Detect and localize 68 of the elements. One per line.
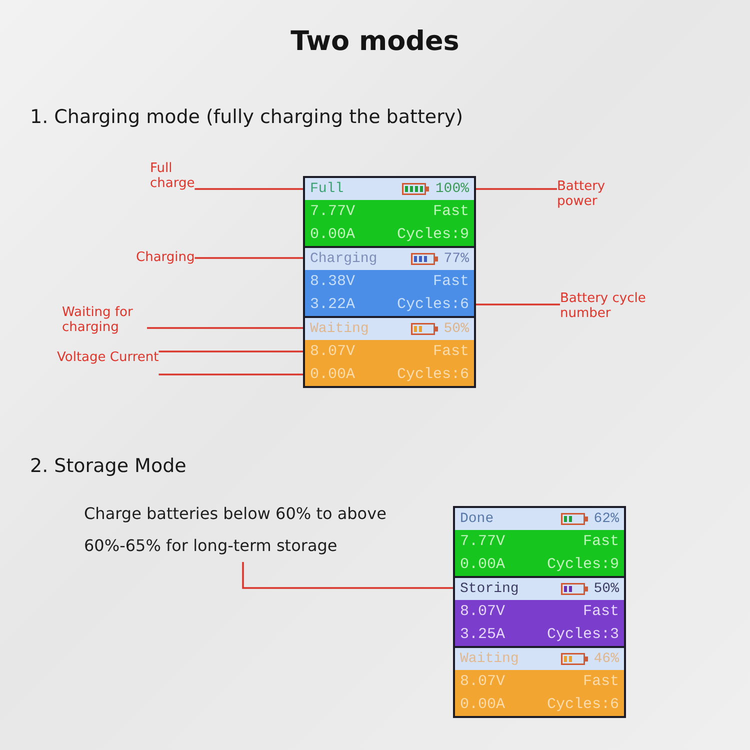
display-screen (453, 506, 626, 718)
reading-row (455, 530, 624, 553)
readout-text: 7.77V (460, 533, 506, 550)
readout-text: 8.07V (460, 673, 506, 690)
readout-text: Fast (582, 673, 619, 690)
reading-row (455, 623, 624, 646)
reading-row (455, 693, 624, 716)
percent-label: 46% (594, 651, 619, 667)
readout-text: Fast (432, 343, 469, 360)
percent-label: 50% (444, 321, 469, 337)
reading-row (305, 340, 474, 363)
readout-text: 0.00A (310, 226, 356, 243)
status-label: Charging (310, 251, 378, 267)
display-screen (303, 176, 476, 388)
readout-text: 8.07V (310, 343, 356, 360)
leader-line (194, 188, 305, 190)
status-label: Full (310, 181, 344, 197)
callout-label: Full charge (150, 161, 195, 191)
readout-text: Fast (432, 273, 469, 290)
leader-line (242, 562, 455, 589)
section-heading: 2. Storage Mode (30, 455, 186, 478)
readout-text: 3.25A (460, 626, 506, 643)
readout-text: Cycles:3 (546, 626, 619, 643)
callout-label: Charging (136, 250, 195, 265)
readout-text: Fast (582, 533, 619, 550)
title: Two modes (290, 26, 460, 58)
status-label: Waiting (310, 321, 369, 337)
percent-label: 50% (594, 581, 619, 597)
readout-text: Fast (432, 203, 469, 220)
readout-text: 0.00A (310, 366, 356, 383)
status-label: Storing (460, 581, 519, 597)
leader-line (158, 350, 305, 352)
leader-line (474, 304, 560, 306)
readout-text: 3.22A (310, 296, 356, 313)
readout-text: Cycles:6 (546, 696, 619, 713)
readout-text: 0.00A (460, 696, 506, 713)
status-label: Waiting (460, 651, 519, 667)
callout-label: Voltage Current (57, 341, 159, 375)
reading-row (305, 293, 474, 316)
readout-text: Cycles:9 (396, 226, 469, 243)
callout-label: Battery power (557, 179, 606, 209)
readout-text: Fast (582, 603, 619, 620)
note-text: Charge batteries below 60% to above 60%-65% for long-term storage (84, 498, 410, 562)
percent-label: 100% (435, 181, 469, 197)
leader-line (474, 188, 557, 190)
reading-row (305, 363, 474, 386)
reading-row (455, 670, 624, 693)
reading-row (305, 270, 474, 293)
reading-row (305, 200, 474, 223)
section-heading: 1. Charging mode (fully charging the battery) (30, 106, 464, 129)
readout-text: Cycles:6 (396, 296, 469, 313)
readout-text: 7.77V (310, 203, 356, 220)
callout-label: Waiting for charging (62, 305, 147, 335)
leader-line (147, 327, 305, 329)
reading-row (305, 223, 474, 246)
reading-row (455, 600, 624, 623)
status-label: Done (460, 511, 494, 527)
leader-line (158, 374, 305, 376)
leader-line (194, 257, 305, 259)
readout-text: Cycles:6 (396, 366, 469, 383)
readout-text: Cycles:9 (546, 556, 619, 573)
callout-label: Battery cycle number (560, 291, 660, 321)
readout-text: 8.38V (310, 273, 356, 290)
readout-text: 0.00A (460, 556, 506, 573)
readout-text: 8.07V (460, 603, 506, 620)
reading-row (455, 553, 624, 576)
percent-label: 77% (444, 251, 469, 267)
percent-label: 62% (594, 511, 619, 527)
